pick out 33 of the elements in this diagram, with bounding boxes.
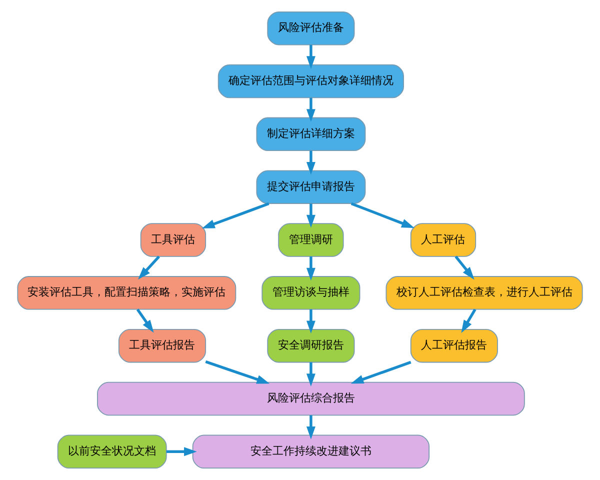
node-box: 工具评估报告	[118, 328, 206, 363]
arrow	[138, 256, 160, 280]
node-box: 管理访谈与抽样	[262, 276, 360, 310]
arrow	[136, 308, 154, 333]
node-box: 以前安全状况文档	[57, 434, 167, 469]
arrow	[306, 309, 316, 334]
node-box: 安全工作持续改进建议书	[192, 434, 430, 469]
node-box: 安装评估工具，配置扫描策略，实施评估	[17, 276, 236, 310]
node-box: 风险评估综合报告	[97, 382, 525, 416]
arrow	[306, 44, 316, 69]
arrow	[202, 202, 270, 228]
arrow	[350, 202, 414, 228]
arrow	[306, 362, 316, 386]
arrow	[306, 415, 316, 440]
node-box: 安全调研报告	[267, 328, 355, 363]
node-box: 风险评估准备	[267, 11, 355, 46]
node-box: 工具评估	[140, 223, 206, 257]
arrow	[461, 308, 476, 333]
node-box: 管理调研	[278, 223, 344, 257]
node-box: 校订人工评估检查表，进行人工评估	[386, 276, 583, 310]
node-box: 确定评估范围与评估对象详细情况	[218, 64, 404, 98]
arrow	[350, 360, 412, 384]
arrow	[306, 150, 316, 175]
arrow	[166, 447, 197, 456]
arrow	[306, 256, 316, 281]
arrow	[454, 256, 474, 280]
arrow	[306, 204, 316, 228]
node-box: 制定评估详细方案	[256, 117, 366, 152]
arrow	[205, 360, 270, 384]
node-box: 人工评估报告	[410, 328, 498, 363]
node-box: 提交评估申请报告	[256, 170, 366, 204]
node-box: 人工评估	[410, 223, 476, 257]
arrow	[306, 98, 316, 122]
